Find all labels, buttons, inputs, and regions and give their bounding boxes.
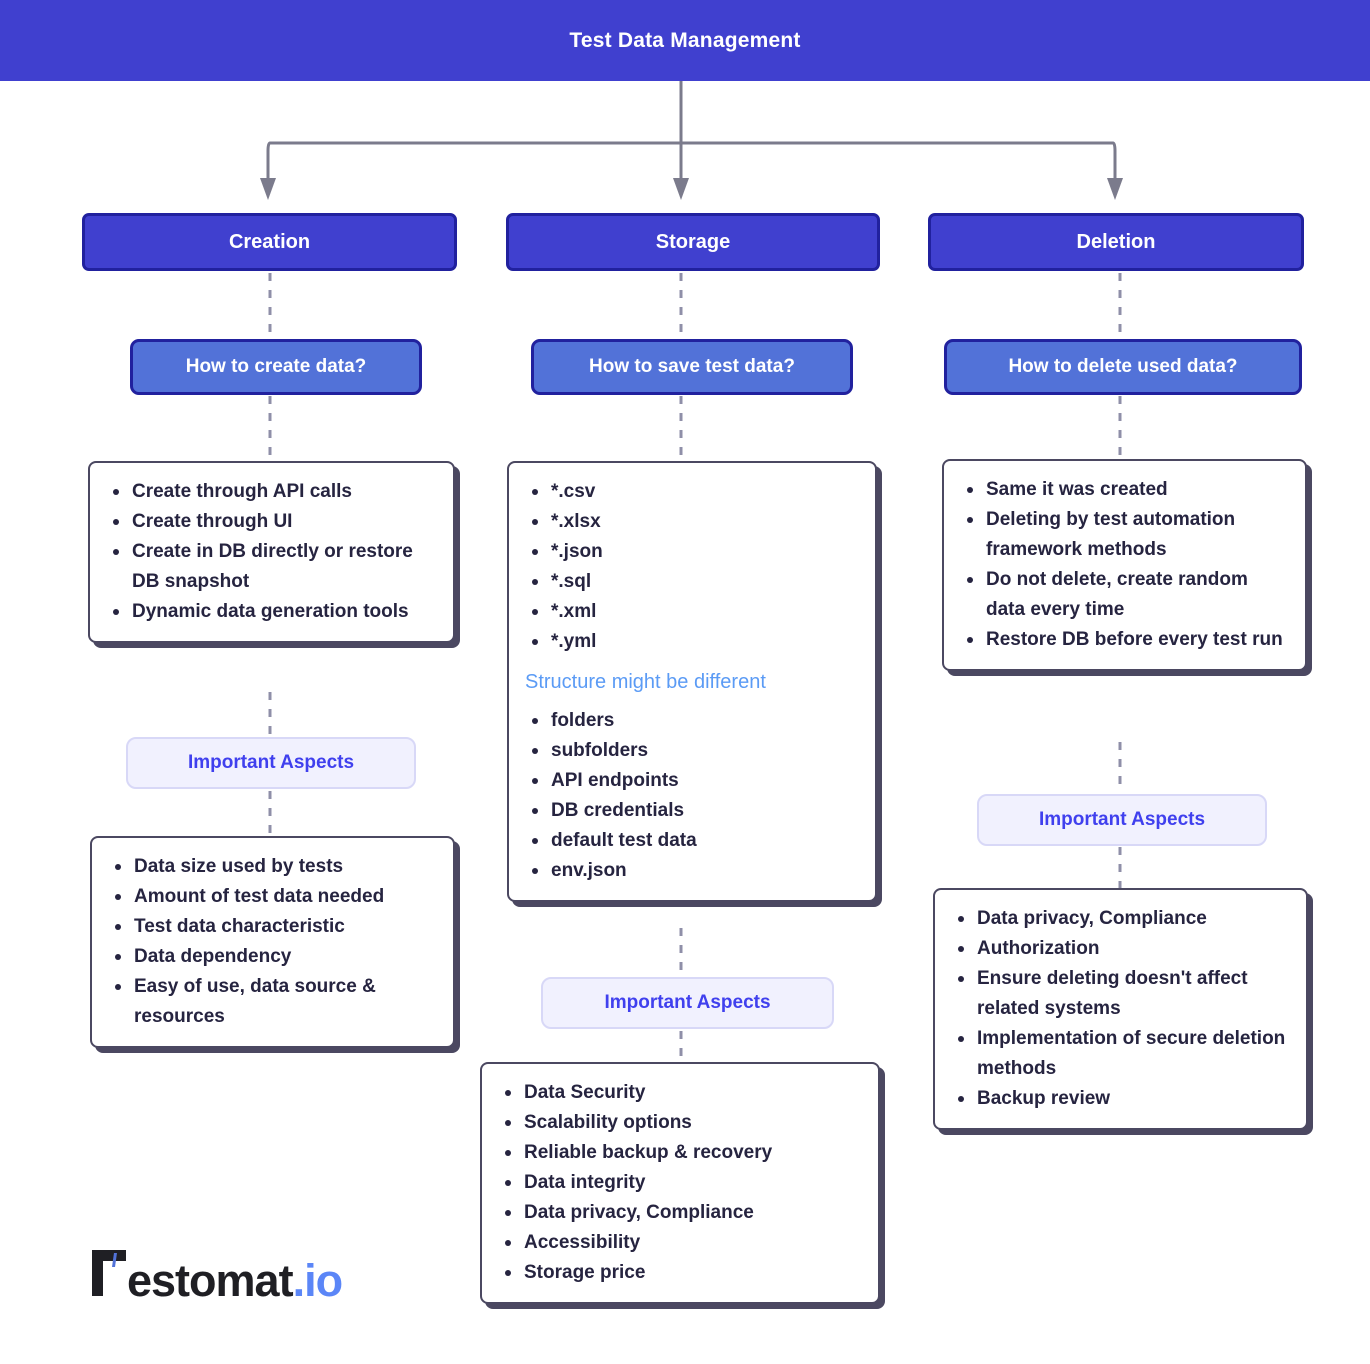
arrowhead-deletion bbox=[1107, 178, 1123, 200]
list-item: Accessibility bbox=[496, 1228, 860, 1258]
question-creation[interactable]: How to create data? bbox=[130, 339, 422, 395]
list-item: Dynamic data generation tools bbox=[104, 597, 435, 627]
pillar-deletion[interactable]: Deletion bbox=[928, 213, 1304, 271]
deletion-primary-list: Same it was created Deleting by test aut… bbox=[958, 475, 1287, 655]
creation-aspects-list: Data size used by tests Amount of test d… bbox=[106, 852, 435, 1032]
aspect-pill-creation-label: Important Aspects bbox=[187, 752, 355, 773]
list-item: Backup review bbox=[949, 1084, 1288, 1114]
list-item: Create through API calls bbox=[104, 477, 435, 507]
list-item: Scalability options bbox=[496, 1108, 860, 1138]
aspect-pill-storage[interactable]: Important Aspects bbox=[541, 977, 834, 1029]
logo-name: estomat bbox=[127, 1255, 294, 1306]
list-item: folders bbox=[523, 706, 857, 736]
list-item: Data Security bbox=[496, 1078, 860, 1108]
storage-format-list: *.csv *.xlsx *.json *.sql *.xml *.yml bbox=[523, 477, 857, 657]
logo-suffix: .io bbox=[292, 1255, 343, 1306]
pillar-creation[interactable]: Creation bbox=[82, 213, 457, 271]
list-item: Authorization bbox=[949, 934, 1288, 964]
list-item: Do not delete, create random data every … bbox=[958, 565, 1287, 625]
list-item: *.sql bbox=[523, 567, 857, 597]
question-storage[interactable]: How to save test data? bbox=[531, 339, 853, 395]
list-item: Easy of use, data source & resources bbox=[106, 972, 435, 1032]
question-deletion[interactable]: How to delete used data? bbox=[944, 339, 1302, 395]
list-item: subfolders bbox=[523, 736, 857, 766]
aspect-pill-deletion[interactable]: Important Aspects bbox=[977, 794, 1267, 846]
list-item: *.xml bbox=[523, 597, 857, 627]
list-item: Create in DB directly or restore DB snap… bbox=[104, 537, 435, 597]
list-item: Restore DB before every test run bbox=[958, 625, 1287, 655]
testomat-logo[interactable]: estomat .io bbox=[92, 1250, 343, 1306]
card-storage-aspects: Data Security Scalability options Reliab… bbox=[480, 1062, 880, 1305]
list-item: *.xlsx bbox=[523, 507, 857, 537]
aspect-pill-storage-label: Important Aspects bbox=[604, 992, 771, 1013]
list-item: default test data bbox=[523, 826, 857, 856]
list-item: Data dependency bbox=[106, 942, 435, 972]
list-item: DB credentials bbox=[523, 796, 857, 826]
arrowhead-creation bbox=[260, 178, 276, 200]
list-item: Amount of test data needed bbox=[106, 882, 435, 912]
question-storage-label: How to save test data? bbox=[589, 356, 795, 377]
pillar-storage-label: Storage bbox=[655, 230, 731, 253]
list-item: Deleting by test automation framework me… bbox=[958, 505, 1287, 565]
list-item: *.yml bbox=[523, 627, 857, 657]
list-item: Test data characteristic bbox=[106, 912, 435, 942]
logo-t-mark-icon bbox=[92, 1250, 126, 1296]
deletion-aspects-list: Data privacy, Compliance Authorization E… bbox=[949, 904, 1288, 1114]
card-creation-aspects: Data size used by tests Amount of test d… bbox=[90, 836, 455, 1049]
list-item: Data privacy, Compliance bbox=[949, 904, 1288, 934]
card-creation-primary: Create through API calls Create through … bbox=[88, 461, 455, 644]
pillar-deletion-label: Deletion bbox=[1076, 230, 1156, 253]
aspect-pill-deletion-label: Important Aspects bbox=[1038, 809, 1206, 830]
list-item: Data integrity bbox=[496, 1168, 860, 1198]
list-item: Storage price bbox=[496, 1258, 860, 1288]
pillar-storage[interactable]: Storage bbox=[506, 213, 880, 271]
list-item: API endpoints bbox=[523, 766, 857, 796]
page-title: Test Data Management bbox=[569, 28, 801, 52]
question-deletion-label: How to delete used data? bbox=[1008, 356, 1238, 377]
card-deletion-primary: Same it was created Deleting by test aut… bbox=[942, 459, 1307, 672]
list-item: *.csv bbox=[523, 477, 857, 507]
diagram-header-banner: Test Data Management bbox=[0, 0, 1370, 81]
card-storage-primary: *.csv *.xlsx *.json *.sql *.xml *.yml St… bbox=[507, 461, 877, 903]
question-creation-label: How to create data? bbox=[185, 356, 367, 377]
list-item: Data size used by tests bbox=[106, 852, 435, 882]
list-item: Ensure deleting doesn't affect related s… bbox=[949, 964, 1288, 1024]
list-item: Create through UI bbox=[104, 507, 435, 537]
list-item: env.json bbox=[523, 856, 857, 886]
list-item: Same it was created bbox=[958, 475, 1287, 505]
card-deletion-aspects: Data privacy, Compliance Authorization E… bbox=[933, 888, 1308, 1131]
storage-aspects-list: Data Security Scalability options Reliab… bbox=[496, 1078, 860, 1288]
creation-primary-list: Create through API calls Create through … bbox=[104, 477, 435, 627]
pillar-creation-label: Creation bbox=[228, 230, 311, 253]
storage-structure-list: folders subfolders API endpoints DB cred… bbox=[523, 706, 857, 886]
aspect-pill-creation[interactable]: Important Aspects bbox=[126, 737, 416, 789]
arrowhead-storage bbox=[673, 178, 689, 200]
storage-structure-note: Structure might be different bbox=[525, 671, 766, 694]
list-item: Data privacy, Compliance bbox=[496, 1198, 860, 1228]
list-item: *.json bbox=[523, 537, 857, 567]
list-item: Implementation of secure deletion method… bbox=[949, 1024, 1288, 1084]
list-item: Reliable backup & recovery bbox=[496, 1138, 860, 1168]
